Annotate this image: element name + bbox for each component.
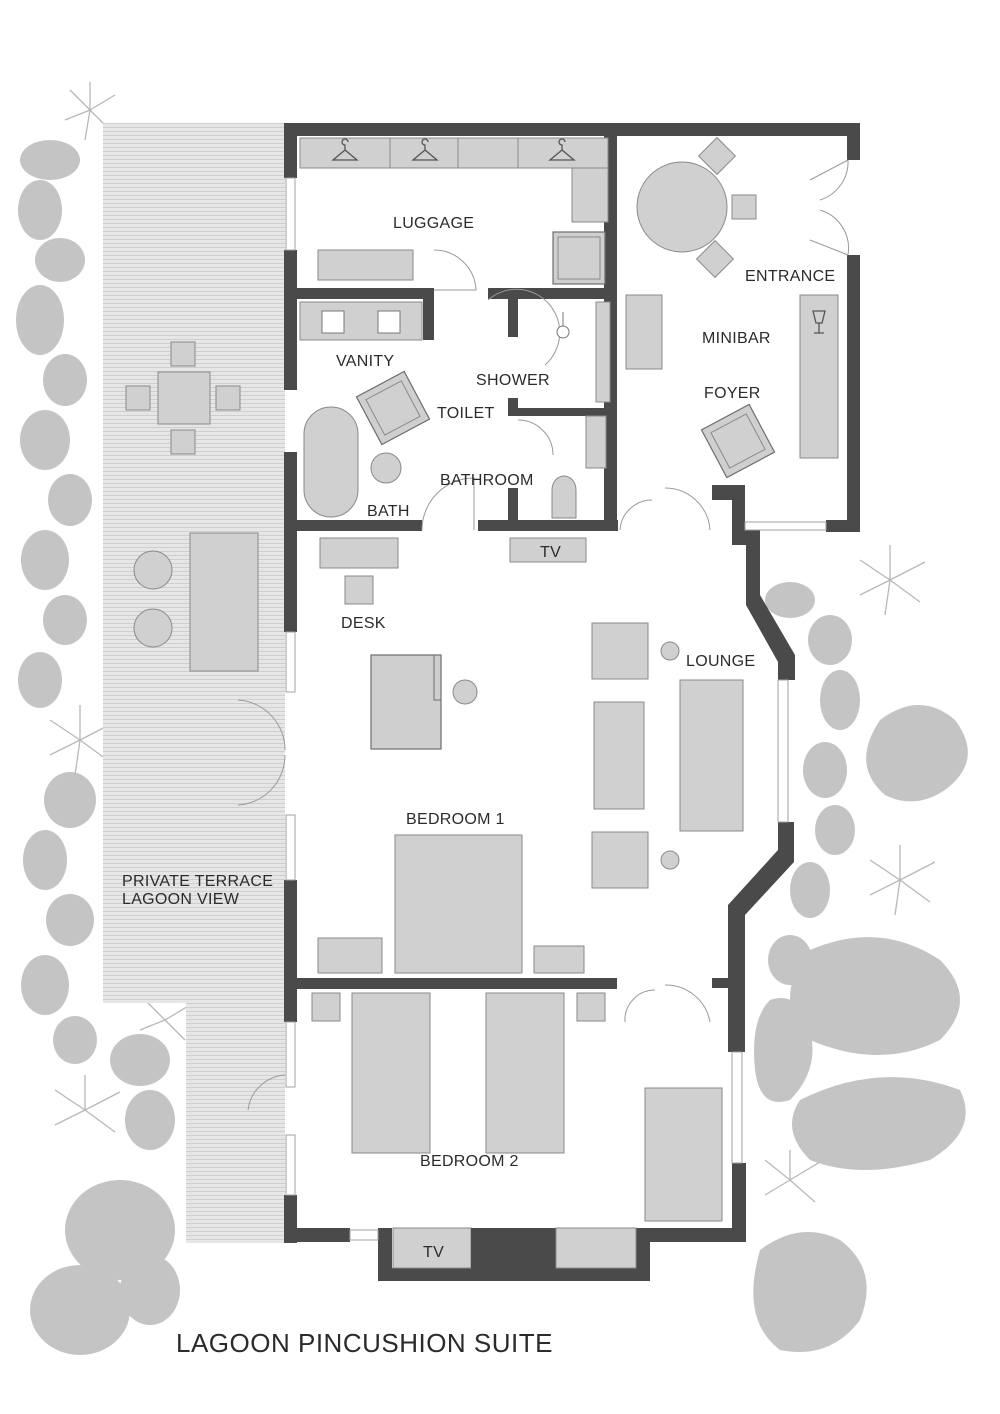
room-label-minibar: MINIBAR [702,330,771,347]
foliage-left-fronds [49,82,191,1133]
desk [319,537,399,569]
shower-head [556,325,570,339]
sink-basin [377,310,401,334]
minibar-counter [799,294,839,459]
room-label-bath: BATH [367,503,410,520]
room-label-bedroom1: BEDROOM 1 [406,811,505,828]
nightstand [311,992,341,1022]
room-label-luggage: LUGGAGE [393,215,474,232]
room-label-lounge: LOUNGE [686,653,755,670]
plan-title: LAGOON PINCUSHION SUITE [176,1328,553,1358]
foliage-right [753,582,968,1352]
lounge-chair [591,622,649,680]
room-label-shower: SHOWER [476,372,550,389]
tv-bathroom [509,537,587,563]
shower-bench [595,301,611,403]
hanger-icon [548,138,576,161]
tv-label-bedroom2: TV [423,1244,444,1261]
foyer-chair [697,136,737,176]
bedroom1-armchair [370,654,442,750]
room-label-bedroom2: BEDROOM 2 [420,1153,519,1170]
wine-glass-icon [812,310,826,334]
bedroom2-bed-right [485,992,565,1154]
foyer-chair [731,194,757,220]
tv-label-bathroom: TV [540,544,561,561]
bathtub [303,406,359,518]
wardrobe [299,137,609,169]
room-label-vanity: VANITY [336,353,394,370]
bedroom2-daybed [644,1087,723,1222]
lounge-side-table [660,641,680,661]
hanger-icon [331,138,359,161]
foyer-chair [695,239,735,279]
bedroom1-bed [394,834,523,974]
tv-screen [471,1228,556,1268]
windows [285,177,827,1241]
room-label-toilet: TOILET [437,405,495,422]
bedroom2-bed-left [351,992,431,1154]
lounge-side-table [660,850,680,870]
bedroom1-bench [317,937,383,974]
room-label-bathroom: BATHROOM [440,472,534,489]
lounge-sofa [679,679,744,832]
sink-basin [321,310,345,334]
bathroom-chair [355,370,431,446]
toilet-cistern [585,415,607,469]
luggage-rack [317,249,414,281]
foyer-round-table [636,161,728,253]
side-table [452,679,478,705]
desk-chair [344,575,374,605]
foyer-armchair [700,403,776,479]
foyer-console [625,294,663,370]
luggage-cabinet [571,167,609,223]
lounge-coffee-table [593,701,645,810]
vanity-counter [299,301,423,341]
terrace-daybed [133,532,259,672]
room-label-entrance: ENTRANCE [745,268,835,285]
nightstand [576,992,606,1022]
hanger-icon [411,138,439,161]
lounge-chair [591,831,649,889]
safe-door [557,236,601,280]
terrace-dining-table [125,341,241,455]
foliage-right-fronds [764,545,936,1203]
terrace-label-line1: PRIVATE TERRACE [122,873,273,890]
walls [284,123,860,1281]
bedroom1-nightstand [533,945,585,974]
room-label-desk: DESK [341,615,386,632]
tv-cabinet-left [392,1227,472,1269]
foliage-left [16,140,180,1355]
terrace-label-line2: LAGOON VIEW [122,891,240,908]
tv-cabinet-right [555,1227,637,1269]
doors [237,159,850,1111]
toilet-bowl [551,475,577,519]
room-label-foyer: FOYER [704,385,761,402]
stool [370,452,402,484]
